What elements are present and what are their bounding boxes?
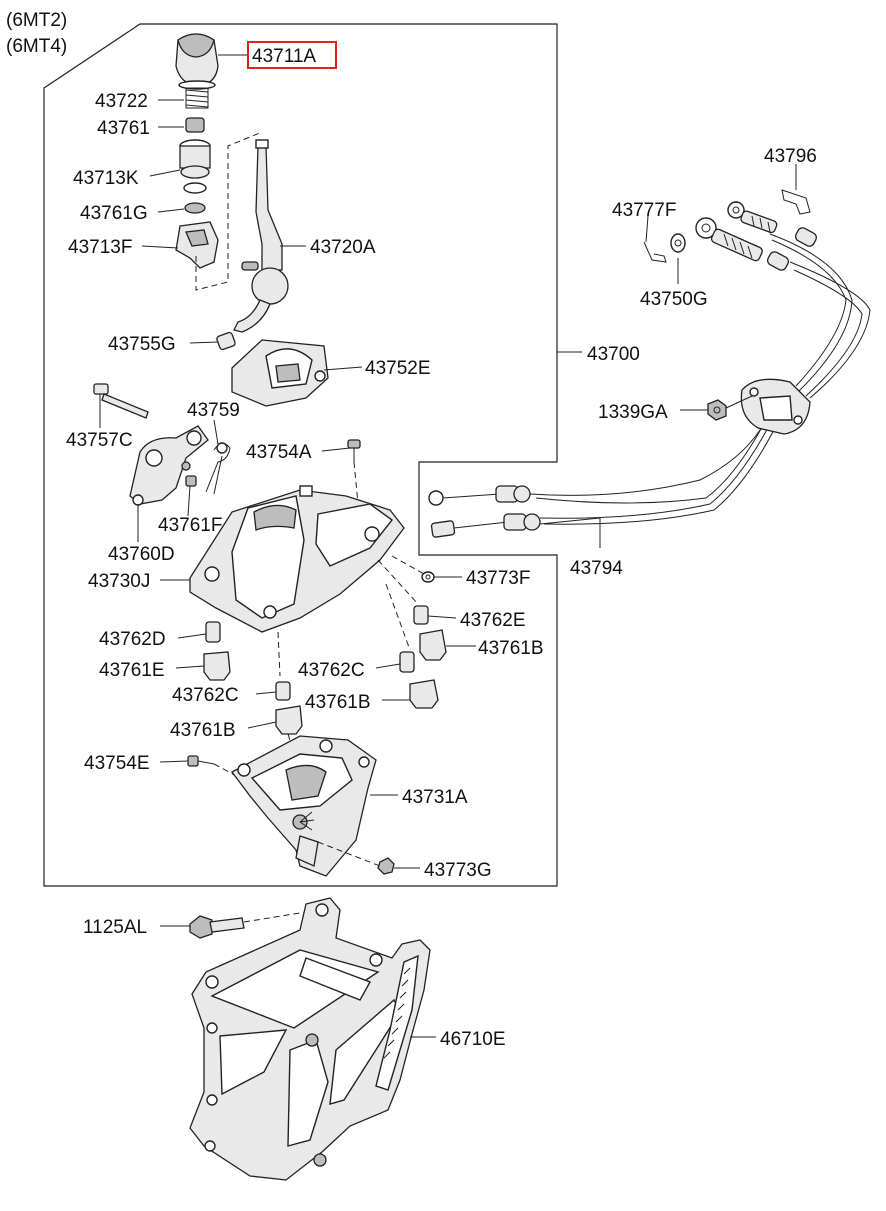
shift-boot-ring-43713K <box>179 139 211 194</box>
link-plate-43760D <box>129 425 209 506</box>
label-43794: 43794 <box>570 558 623 579</box>
grommet-43761B-upper <box>419 629 447 661</box>
label-43713K: 43713K <box>73 168 139 189</box>
label-43752E: 43752E <box>365 358 431 379</box>
label-43761: 43761 <box>97 118 150 139</box>
label-43761G: 43761G <box>80 203 148 224</box>
label-43762C-right: 43762C <box>298 660 365 681</box>
cable-end-upper-left <box>695 217 763 262</box>
alignment-line-washer <box>391 555 425 575</box>
label-43760D: 43760D <box>108 544 175 565</box>
pin-43761F <box>185 475 197 487</box>
bushing-43762D <box>205 621 221 643</box>
lower-housing-43731A <box>231 735 377 877</box>
label-43731A: 43731A <box>402 787 468 808</box>
lever-guide-43713F <box>175 221 219 269</box>
bolt-43757C <box>93 383 149 419</box>
nut-43773G <box>377 857 395 875</box>
cable-end-lower-top <box>428 485 531 506</box>
label-43761B-lower: 43761B <box>170 720 236 741</box>
bushing-43762E <box>413 605 429 625</box>
label-43773F: 43773F <box>466 568 530 589</box>
leader-lines <box>99 54 797 1038</box>
assembly-boundary-43700 <box>43 23 558 887</box>
label-43761B-upper: 43761B <box>478 638 544 659</box>
nut-1339GA <box>707 399 727 421</box>
grommet-43761E <box>203 651 231 681</box>
ring-43761G <box>184 202 206 214</box>
label-43757C: 43757C <box>66 430 133 451</box>
label-43761B-middle: 43761B <box>305 692 371 713</box>
label-43755G: 43755G <box>108 334 176 355</box>
alignment-line-right-mount <box>377 559 419 651</box>
cable-sleeve-upper <box>766 227 818 271</box>
grommet-43761B-lower <box>275 705 303 735</box>
label-43754A: 43754A <box>246 442 312 463</box>
label-43796: 43796 <box>764 146 817 167</box>
clip-43796 <box>781 189 811 215</box>
label-43773G: 43773G <box>424 860 492 881</box>
clip-43759 <box>205 442 231 495</box>
label-1125AL: 1125AL <box>83 917 147 938</box>
lever-housing-43752E <box>231 339 329 407</box>
label-43754E: 43754E <box>84 753 150 774</box>
bolt-43754A <box>347 439 361 462</box>
pin-43777F <box>643 241 667 263</box>
variant-label-6mt4: (6MT4) <box>6 36 67 57</box>
bushing-43761 <box>185 117 205 133</box>
washer-43773F <box>421 571 435 583</box>
shift-base-43730J <box>189 485 405 633</box>
label-43762E: 43762E <box>460 610 526 631</box>
bracket-46710E <box>189 897 431 1181</box>
label-43713F: 43713F <box>68 237 132 258</box>
bushing-43762C-center <box>275 681 291 701</box>
label-43722: 43722 <box>95 91 148 112</box>
part-labels: 43711A 43722 43761 43713K 43761G 43713F … <box>66 46 817 1050</box>
bushing-43762C-right <box>399 651 415 673</box>
label-43730J: 43730J <box>88 571 150 592</box>
label-43761E: 43761E <box>99 660 165 681</box>
label-43759: 43759 <box>187 400 240 421</box>
grommet-43761B-middle <box>409 679 439 709</box>
cable-grommet-plate <box>740 378 811 435</box>
label-43750G: 43750G <box>640 289 708 310</box>
shift-knob-43711A <box>175 33 219 90</box>
cable-end-lower-bottom <box>430 513 541 538</box>
label-43711A: 43711A <box>252 46 316 67</box>
alignment-line-nut <box>317 841 381 867</box>
spring-43722 <box>185 87 209 109</box>
cable-end-upper-right <box>727 201 778 234</box>
label-43720A: 43720A <box>310 237 376 258</box>
label-43700: 43700 <box>587 344 640 365</box>
washer-43750G <box>670 233 686 253</box>
shift-lever-43720A <box>233 139 289 333</box>
bolt-1125AL <box>189 915 245 939</box>
alignment-line-knob <box>195 131 263 291</box>
alignment-line-bracket-bolt <box>243 911 307 923</box>
label-43777F: 43777F <box>612 200 676 221</box>
highlight-box-43711A <box>247 41 337 69</box>
label-43762D: 43762D <box>99 629 166 650</box>
label-43761F: 43761F <box>158 515 222 536</box>
label-46710E: 46710E <box>440 1029 506 1050</box>
label-43762C-center: 43762C <box>172 685 239 706</box>
label-1339GA: 1339GA <box>598 402 668 423</box>
bush-43755G <box>216 331 236 351</box>
bolt-43754E <box>187 755 215 767</box>
cable-assembly-43794 <box>529 233 871 525</box>
variant-label-6mt2: (6MT2) <box>6 10 67 31</box>
